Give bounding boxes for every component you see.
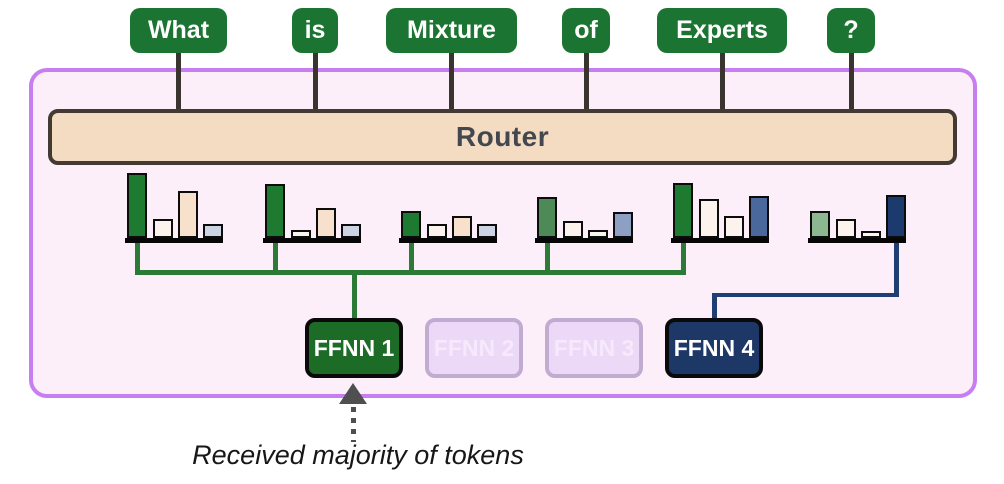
router-label: Router <box>455 121 550 152</box>
connector-green-to-ffnn1 <box>351 270 357 320</box>
router-distribution-of <box>535 170 633 243</box>
prob-bar-ffnn-2 <box>699 199 719 238</box>
prob-bar-ffnn-1 <box>810 211 830 238</box>
prob-bar-ffnn-2 <box>153 219 173 238</box>
prob-bar-ffnn-2 <box>836 219 856 238</box>
connector-green-drop <box>680 239 686 274</box>
chart-baseline <box>399 237 497 243</box>
token-stem <box>719 50 725 114</box>
prob-bar-ffnn-2 <box>291 230 311 238</box>
prob-bar-ffnn-4 <box>749 196 769 238</box>
router-distribution-is <box>263 170 361 243</box>
token-mixture: Mixture <box>386 8 517 53</box>
prob-bar-ffnn-4 <box>477 224 497 238</box>
connector-green-drop <box>544 239 550 274</box>
chart-baseline <box>125 237 223 243</box>
token-stem <box>449 50 454 114</box>
prob-bar-ffnn-3 <box>452 216 472 238</box>
arrow-dotted-stem-icon <box>351 407 356 442</box>
token-of: of <box>562 8 610 53</box>
connector-navy-to-ffnn4 <box>711 292 717 320</box>
chart-baseline <box>263 237 361 243</box>
router: Router <box>48 109 957 165</box>
prob-bar-ffnn-4 <box>613 212 633 238</box>
token-what: What <box>130 8 227 53</box>
router-distribution-mixture <box>399 170 497 243</box>
prob-bar-ffnn-1 <box>537 197 557 238</box>
connector-green-drop <box>134 239 140 274</box>
prob-bar-ffnn-2 <box>563 221 583 238</box>
router-distribution-what <box>125 170 223 243</box>
prob-bar-ffnn-2 <box>427 224 447 238</box>
expert-ffnn-4: FFNN 4 <box>665 318 763 378</box>
token-stem <box>312 50 318 114</box>
prob-bar-ffnn-3 <box>861 231 881 238</box>
prob-bar-ffnn-4 <box>203 224 223 238</box>
prob-bar-ffnn-1 <box>265 184 285 238</box>
prob-bar-ffnn-3 <box>316 208 336 238</box>
prob-bar-ffnn-3 <box>724 216 744 238</box>
token-is: is <box>292 8 338 53</box>
token-question-mark: ? <box>827 8 875 53</box>
prob-bar-ffnn-4 <box>886 195 906 238</box>
prob-bar-ffnn-1 <box>127 173 147 238</box>
token-stem <box>583 50 589 114</box>
expert-ffnn-1: FFNN 1 <box>305 318 403 378</box>
expert-ffnn-3: FFNN 3 <box>545 318 643 378</box>
arrow-up-icon <box>339 383 367 404</box>
connector-navy-horizontal <box>711 292 899 297</box>
token-stem <box>848 50 854 114</box>
connector-green-drop <box>408 239 414 274</box>
chart-baseline <box>535 237 633 243</box>
router-distribution-experts <box>671 170 769 243</box>
prob-bar-ffnn-4 <box>341 224 361 238</box>
prob-bar-ffnn-1 <box>673 183 693 238</box>
token-experts: Experts <box>657 8 787 53</box>
token-stem <box>176 50 181 114</box>
prob-bar-ffnn-3 <box>178 191 198 238</box>
expert-ffnn-2: FFNN 2 <box>425 318 523 378</box>
chart-baseline <box>808 237 906 243</box>
chart-baseline <box>671 237 769 243</box>
prob-bar-ffnn-3 <box>588 230 608 238</box>
router-distribution-question-mark <box>808 170 906 243</box>
connector-navy-drop <box>893 239 899 297</box>
caption-received-majority: Received majority of tokens <box>192 440 524 470</box>
prob-bar-ffnn-1 <box>401 211 421 238</box>
connector-green-drop <box>272 239 278 274</box>
connector-green-bus <box>134 270 686 275</box>
